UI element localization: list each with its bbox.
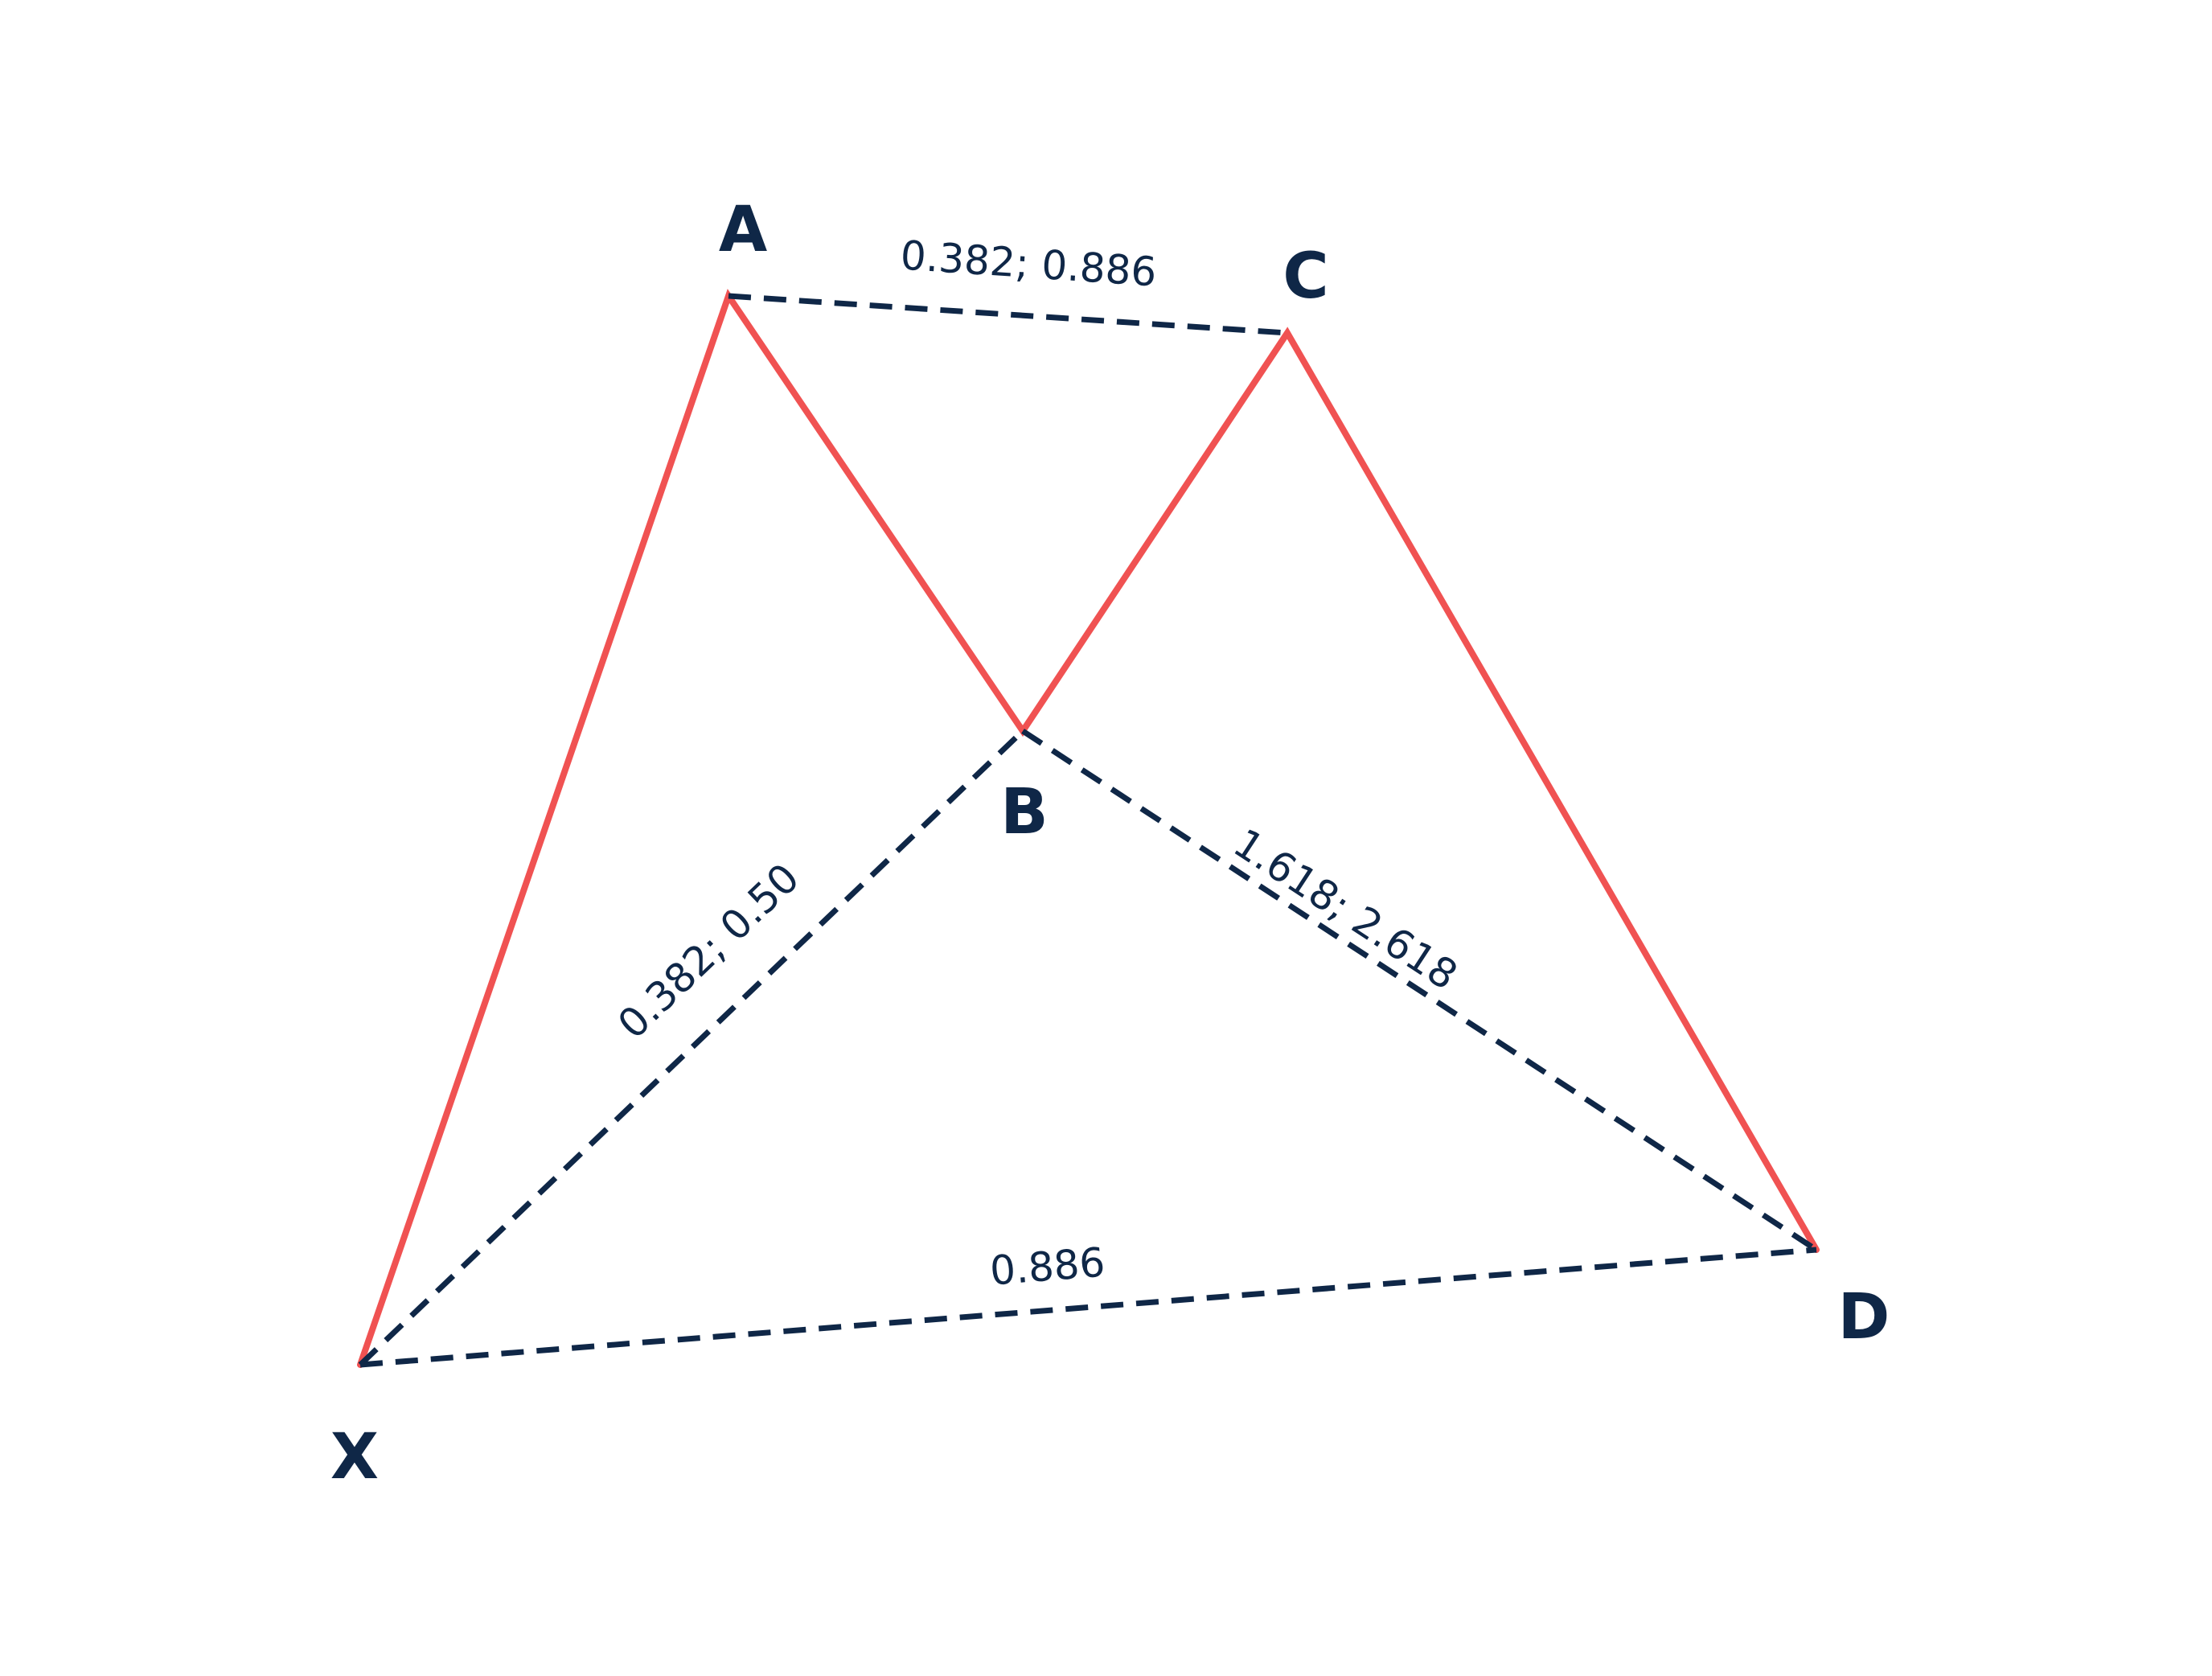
point-label-c: C <box>1282 240 1328 313</box>
ratio-label-a-c: 0.382; 0.886 <box>899 232 1158 296</box>
ratio-line-x-b <box>358 729 1025 1367</box>
ratio-line-a-c <box>728 293 1288 336</box>
price-path <box>357 289 1820 1368</box>
point-label-d: D <box>1838 1281 1890 1354</box>
ratio-line-x-d <box>359 1247 1817 1368</box>
point-label-x: X <box>330 1421 379 1493</box>
ratio-label-x-d: 0.886 <box>988 1239 1106 1295</box>
ratio-line-b-d <box>1021 729 1818 1252</box>
point-label-b: B <box>1000 776 1048 848</box>
ratio-label-x-b: 0.382; 0.50 <box>609 855 808 1048</box>
ratio-label-b-d: 1.618; 2.618 <box>1225 820 1466 999</box>
point-label-a: A <box>719 194 767 266</box>
